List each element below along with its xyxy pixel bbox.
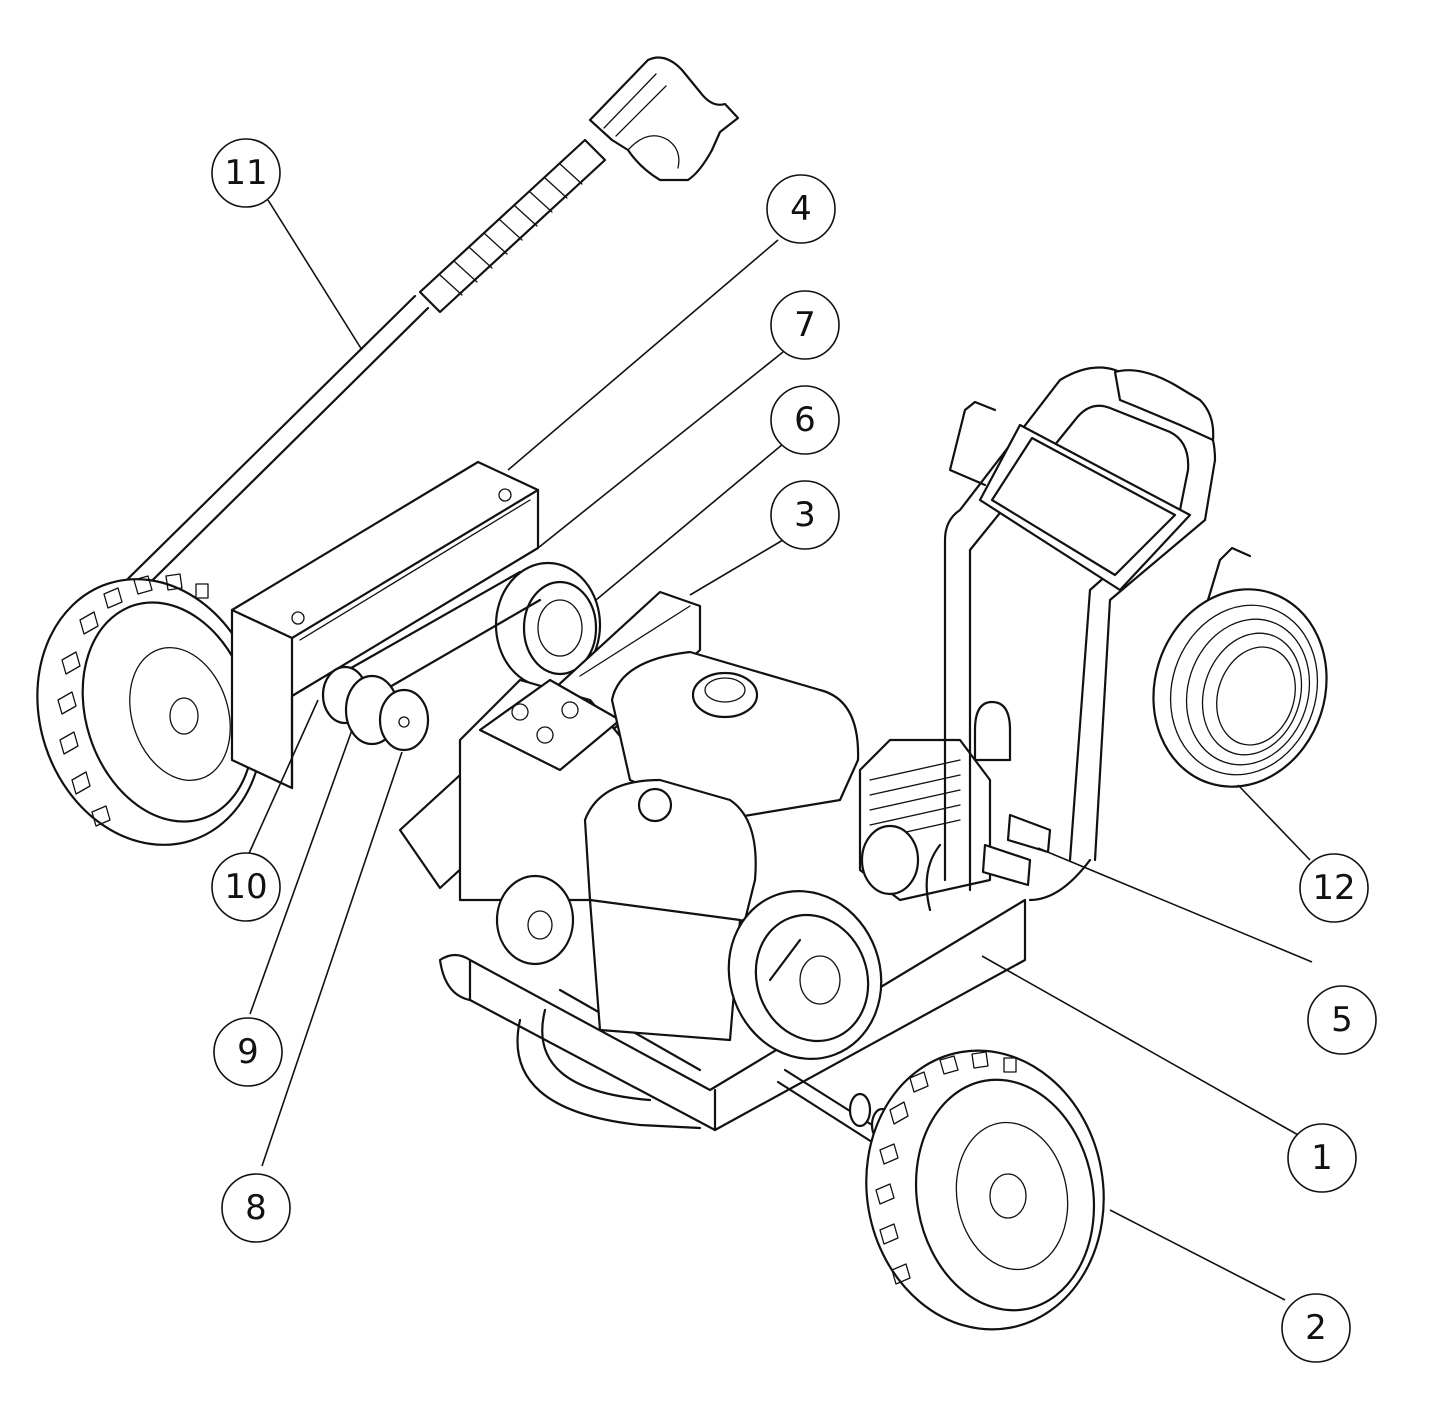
callout-12-label: 12	[1312, 868, 1355, 908]
callout-12: 12	[1299, 853, 1369, 923]
callout-8: 8	[221, 1173, 291, 1243]
spray-wand	[62, 56, 740, 654]
pump	[858, 700, 1052, 912]
callout-10-label: 10	[224, 867, 267, 907]
callout-5-circle	[1307, 985, 1377, 1055]
callout-6-circle	[770, 385, 840, 455]
callout-9-label: 9	[237, 1032, 259, 1072]
callout-2-label: 2	[1305, 1308, 1327, 1348]
callout-7-circle	[770, 290, 840, 360]
callout-6: 6	[770, 385, 840, 455]
callout-9: 9	[213, 1017, 283, 1087]
callout-7: 7	[770, 290, 840, 360]
engine	[458, 650, 883, 1060]
callout-7-label: 7	[794, 305, 816, 345]
callout-6-label: 6	[794, 400, 816, 440]
callout-2-circle	[1281, 1293, 1351, 1363]
callout-1-circle	[1287, 1123, 1357, 1193]
callout-4-label: 4	[790, 189, 812, 229]
callout-10-circle	[211, 852, 281, 922]
callout-12-circle	[1299, 853, 1369, 923]
pulley-assembly	[321, 561, 602, 752]
callout-8-circle	[221, 1173, 291, 1243]
callout-8-label: 8	[245, 1188, 267, 1228]
callout-3-label: 3	[794, 495, 816, 535]
callout-4: 4	[766, 174, 836, 244]
callout-4-circle	[766, 174, 836, 244]
callout-10: 10	[211, 852, 281, 922]
callout-3: 3	[770, 480, 840, 550]
left-wheel	[36, 573, 264, 846]
callout-11-label: 11	[224, 153, 267, 193]
callout-5: 5	[1307, 985, 1377, 1055]
callout-1-label: 1	[1311, 1138, 1333, 1178]
callout-11: 11	[211, 138, 281, 208]
callout-5-label: 5	[1331, 1000, 1353, 1040]
callout-9-circle	[213, 1017, 283, 1087]
hose-coil	[1152, 588, 1328, 788]
front-wheel	[776, 1049, 1105, 1331]
belt-guard	[230, 460, 540, 790]
leader-lines	[245, 199, 1313, 1301]
callout-3-circle	[770, 480, 840, 550]
callout-2: 2	[1281, 1293, 1351, 1363]
callout-11-circle	[211, 138, 281, 208]
callout-1: 1	[1287, 1123, 1357, 1193]
